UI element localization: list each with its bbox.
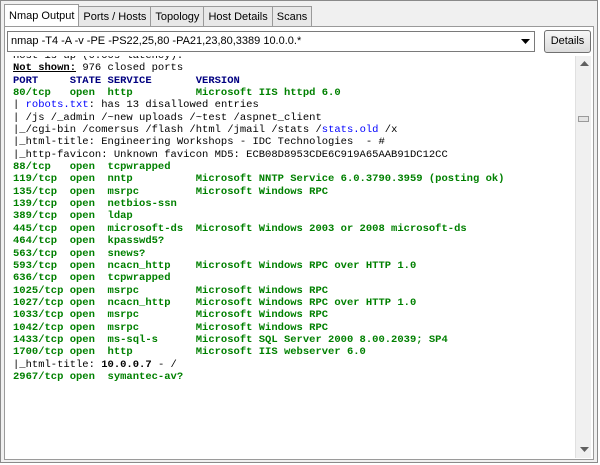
output-segment: - / xyxy=(151,358,177,371)
output-line: |_http-favicon: Unknown favicon MD5: ECB… xyxy=(13,149,575,161)
nmap-output-pane: nmap -T4 -A -v -PE -PS22,25,80 -PA21,23,… xyxy=(4,26,594,460)
output-line: 445/tcp open microsoft-ds Microsoft Wind… xyxy=(13,223,575,235)
scroll-thumb[interactable] xyxy=(578,115,589,122)
tab-host-details[interactable]: Host Details xyxy=(203,6,273,26)
output-line: 464/tcp open kpasswd5? xyxy=(13,235,575,247)
output-segment: /x xyxy=(378,124,398,137)
output-segment: stats.old xyxy=(321,124,379,137)
output-line: |_html-title: Engineering Workshops - ID… xyxy=(13,136,575,148)
output-segment: 1700/tcp open http Microsoft IIS webserv… xyxy=(13,346,366,359)
output-line: | /js /_admin /~new uploads /~test /aspn… xyxy=(13,112,575,124)
output-line: 1042/tcp open msrpc Microsoft Windows RP… xyxy=(13,322,575,334)
output-line: |_/cgi-bin /comersus /flash /html /jmail… xyxy=(13,124,575,136)
output-segment: | xyxy=(13,99,26,112)
output-line: 1027/tcp open ncacn_http Microsoft Windo… xyxy=(13,297,575,309)
output-line: 88/tcp open tcpwrapped xyxy=(13,161,575,173)
nmap-output-text[interactable]: Host is up (0.00s latency).Not shown: 97… xyxy=(7,56,575,458)
dropdown-arrow-icon[interactable] xyxy=(517,32,534,51)
output-segment: | /js /_admin /~new uploads /~test /aspn… xyxy=(13,111,322,124)
output-line: PORT STATE SERVICE VERSION xyxy=(13,75,575,87)
output-vertical-scrollbar[interactable] xyxy=(575,56,591,458)
output-segment: 80/tcp open http Microsoft IIS httpd 6.0 xyxy=(13,87,341,100)
output-segment: 139/tcp open netbios-ssn xyxy=(13,198,177,211)
output-segment: 135/tcp open msrpc Microsoft Windows RPC xyxy=(13,185,329,198)
output-segment: Host is up (0.00s latency). xyxy=(13,56,184,62)
output-segment: 976 closed ports xyxy=(76,62,184,75)
output-line: | robots.txt: has 13 disallowed entries xyxy=(13,99,575,111)
output-line: Not shown: 976 closed ports xyxy=(13,62,575,74)
tab-topology[interactable]: Topology xyxy=(150,6,205,26)
output-line: 139/tcp open netbios-ssn xyxy=(13,198,575,210)
output-line: 389/tcp open ldap xyxy=(13,210,575,222)
scroll-up-arrow-icon[interactable] xyxy=(576,56,592,72)
output-segment: |_html-title: xyxy=(13,358,102,371)
output-segment: 563/tcp open snews? xyxy=(13,247,146,260)
output-line: 119/tcp open nntp Microsoft NNTP Service… xyxy=(13,173,575,185)
output-line: 1433/tcp open ms-sql-s Microsoft SQL Ser… xyxy=(13,334,575,346)
output-line: 1033/tcp open msrpc Microsoft Windows RP… xyxy=(13,309,575,321)
output-segment: robots.txt xyxy=(25,99,89,112)
output-line: Host is up (0.00s latency). xyxy=(13,56,575,62)
output-line: 1025/tcp open msrpc Microsoft Windows RP… xyxy=(13,285,575,297)
output-segment: |_http-favicon: Unknown favicon MD5: ECB… xyxy=(13,148,448,161)
output-segment: 445/tcp open microsoft-ds Microsoft Wind… xyxy=(13,222,467,235)
output-line: 80/tcp open http Microsoft IIS httpd 6.0 xyxy=(13,87,575,99)
scroll-down-arrow-icon[interactable] xyxy=(576,442,592,458)
tab-ports-hosts[interactable]: Ports / Hosts xyxy=(78,6,152,26)
output-segment: Not shown: xyxy=(13,62,77,75)
output-segment: PORT STATE SERVICE VERSION xyxy=(13,74,240,87)
output-line: 593/tcp open ncacn_http Microsoft Window… xyxy=(13,260,575,272)
output-segment: 88/tcp open tcpwrapped xyxy=(13,161,171,174)
output-segment: 2967/tcp open symantec-av? xyxy=(13,370,184,383)
tab-scans[interactable]: Scans xyxy=(271,6,313,26)
output-segment: : has 13 disallowed entries xyxy=(88,99,259,112)
output-segment: |_/cgi-bin /comersus /flash /html /jmail… xyxy=(13,124,322,137)
output-segment: 119/tcp open nntp Microsoft NNTP Service… xyxy=(13,173,505,186)
output-segment: 636/tcp open tcpwrapped xyxy=(13,272,171,285)
output-segment: 1033/tcp open msrpc Microsoft Windows RP… xyxy=(13,309,329,322)
output-segment: 10.0.0.7 xyxy=(101,358,152,371)
output-line: |_html-title: 10.0.0.7 - / xyxy=(13,359,575,371)
output-segment: 593/tcp open ncacn_http Microsoft Window… xyxy=(13,259,417,272)
tab-nmap-output[interactable]: Nmap Output xyxy=(4,4,80,26)
output-segment: 1025/tcp open msrpc Microsoft Windows RP… xyxy=(13,284,329,297)
output-segment: 389/tcp open ldap xyxy=(13,210,133,223)
details-button[interactable]: Details xyxy=(544,30,591,53)
scan-command-select[interactable]: nmap -T4 -A -v -PE -PS22,25,80 -PA21,23,… xyxy=(7,31,535,52)
scan-command-value: nmap -T4 -A -v -PE -PS22,25,80 -PA21,23,… xyxy=(11,35,302,47)
output-segment: 1027/tcp open ncacn_http Microsoft Windo… xyxy=(13,296,417,309)
output-line: 2967/tcp open symantec-av? xyxy=(13,371,575,383)
output-line: 636/tcp open tcpwrapped xyxy=(13,272,575,284)
output-segment: 1042/tcp open msrpc Microsoft Windows RP… xyxy=(13,321,329,334)
output-line: 135/tcp open msrpc Microsoft Windows RPC xyxy=(13,186,575,198)
output-segment: 464/tcp open kpasswd5? xyxy=(13,235,165,248)
output-segment: |_html-title: Engineering Workshops - ID… xyxy=(13,136,385,149)
output-line: 1700/tcp open http Microsoft IIS webserv… xyxy=(13,346,575,358)
command-row: nmap -T4 -A -v -PE -PS22,25,80 -PA21,23,… xyxy=(7,30,591,53)
output-segment: 1433/tcp open ms-sql-s Microsoft SQL Ser… xyxy=(13,333,448,346)
output-line: 563/tcp open snews? xyxy=(13,248,575,260)
